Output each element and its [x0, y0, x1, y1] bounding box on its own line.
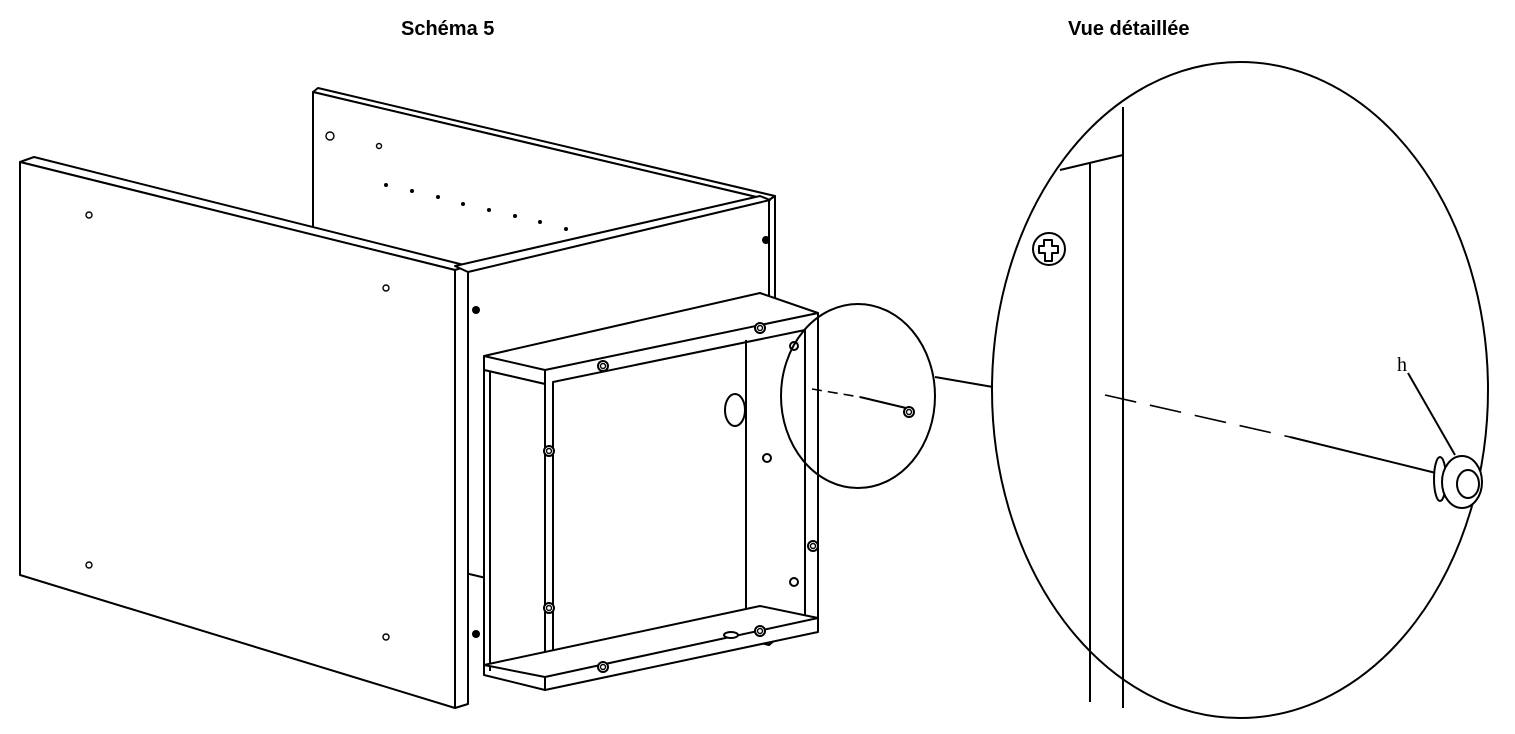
- diagram-title: Schéma 5: [401, 18, 495, 40]
- detail-callout-circle: [780, 303, 994, 489]
- top-panel: [454, 195, 771, 273]
- fitting-h: [1433, 455, 1483, 509]
- detail-view-title: Vue détaillée: [1068, 18, 1190, 40]
- screw-heads: [543, 322, 819, 673]
- drawer-box: [483, 292, 819, 691]
- label-h: h: [1397, 354, 1407, 376]
- phillips-screw-icon: [1032, 232, 1066, 266]
- left-side-panel: [19, 156, 469, 709]
- detail-view: h: [991, 61, 1489, 719]
- holes: [85, 131, 770, 641]
